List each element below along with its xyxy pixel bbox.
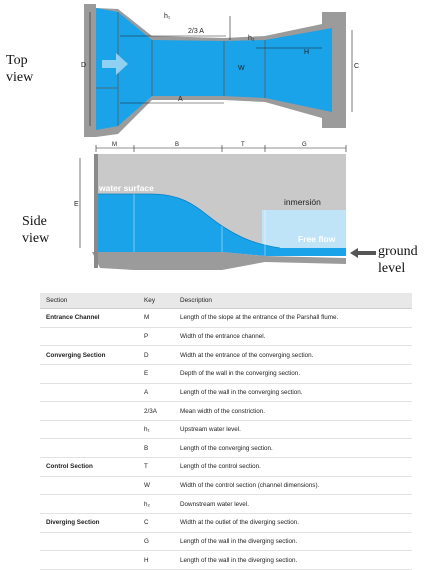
row-description: Length of the converging section.	[174, 438, 412, 459]
dim-a: A	[178, 96, 183, 103]
row-section	[40, 364, 138, 384]
free-flow-label: Free flow	[298, 234, 336, 244]
row-key: E	[138, 364, 174, 384]
header-section: Section	[40, 293, 138, 309]
seg-b: B	[175, 142, 179, 148]
dim-h2: h₂	[248, 35, 255, 42]
row-section	[40, 476, 138, 496]
row-description: Upstream water level.	[174, 420, 412, 440]
row-section	[40, 383, 138, 403]
row-key: C	[138, 513, 174, 533]
row-section	[40, 327, 138, 347]
row-section	[40, 420, 138, 440]
inmersion-label: inmersión	[284, 197, 321, 207]
row-description: Length of the slope at the entrance of t…	[174, 308, 412, 328]
top-view-diagram: h₁ 2/3 A h₂ D W H A C	[81, 4, 359, 137]
seg-m: M	[112, 142, 117, 148]
row-key: h₂	[138, 494, 174, 515]
row-section: Entrance Channel	[40, 308, 138, 328]
dim-h: H	[304, 49, 309, 56]
side-water	[96, 194, 346, 256]
table-header-row: Section Key Description	[40, 293, 412, 309]
row-description: Width of the control section (channel di…	[174, 476, 412, 496]
seg-g: G	[302, 142, 307, 148]
row-description: Length of the control section.	[174, 457, 412, 477]
row-key: B	[138, 438, 174, 459]
water-surface-label: water surface	[98, 183, 154, 193]
dim-w: W	[238, 65, 245, 72]
header-key: Key	[138, 293, 174, 309]
row-description: Mean width of the constriction.	[174, 401, 412, 421]
row-section	[40, 438, 138, 459]
row-key: T	[138, 457, 174, 477]
row-section: Diverging Section	[40, 513, 138, 533]
row-key: 2/3A	[138, 401, 174, 421]
dim-h1: h₁	[164, 13, 171, 20]
row-section	[40, 494, 138, 515]
row-key: H	[138, 550, 174, 570]
row-section	[40, 550, 138, 570]
row-description: Width at the entrance of the converging …	[174, 345, 412, 365]
dim-e: E	[74, 201, 79, 208]
row-key: G	[138, 532, 174, 552]
top-water	[96, 8, 332, 130]
row-description: Downstream water level.	[174, 494, 412, 515]
seg-t: T	[241, 142, 245, 148]
ground-level-arrow-icon	[350, 248, 376, 258]
side-view-label: Side view	[22, 214, 50, 246]
row-key: P	[138, 327, 174, 347]
ground-level-label: ground level	[378, 244, 418, 276]
row-key: W	[138, 476, 174, 496]
row-description: Length of the wall in the converging sec…	[174, 383, 412, 403]
row-section	[40, 401, 138, 421]
inmersion-region	[262, 210, 346, 250]
row-description: Width at the outlet of the diverging sec…	[174, 513, 412, 533]
dim-c: C	[354, 63, 359, 70]
row-section: Control Section	[40, 457, 138, 477]
row-description: Width of the entrance channel.	[174, 327, 412, 347]
side-concrete-floor	[92, 252, 346, 270]
row-key: M	[138, 308, 174, 328]
row-description: Length of the wall in the diverging sect…	[174, 550, 412, 570]
row-section	[40, 532, 138, 552]
row-description: Depth of the wall in the converging sect…	[174, 364, 412, 384]
top-view-label: Top view	[6, 53, 34, 85]
row-section: Converging Section	[40, 345, 138, 365]
header-description: Description	[174, 293, 412, 309]
dim-d: D	[81, 62, 86, 69]
flow-arrow-icon	[102, 53, 128, 75]
row-key: h₁	[138, 420, 174, 440]
side-view-diagram: M B T G E water surface inmersión Free f…	[74, 142, 376, 270]
row-key: A	[138, 383, 174, 403]
parshall-table: Section Key Description Entrance Channel…	[40, 293, 412, 570]
row-description: Length of the wall in the diverging sect…	[174, 532, 412, 552]
row-key: D	[138, 345, 174, 365]
dim-two-thirds-a: 2/3 A	[188, 28, 204, 35]
